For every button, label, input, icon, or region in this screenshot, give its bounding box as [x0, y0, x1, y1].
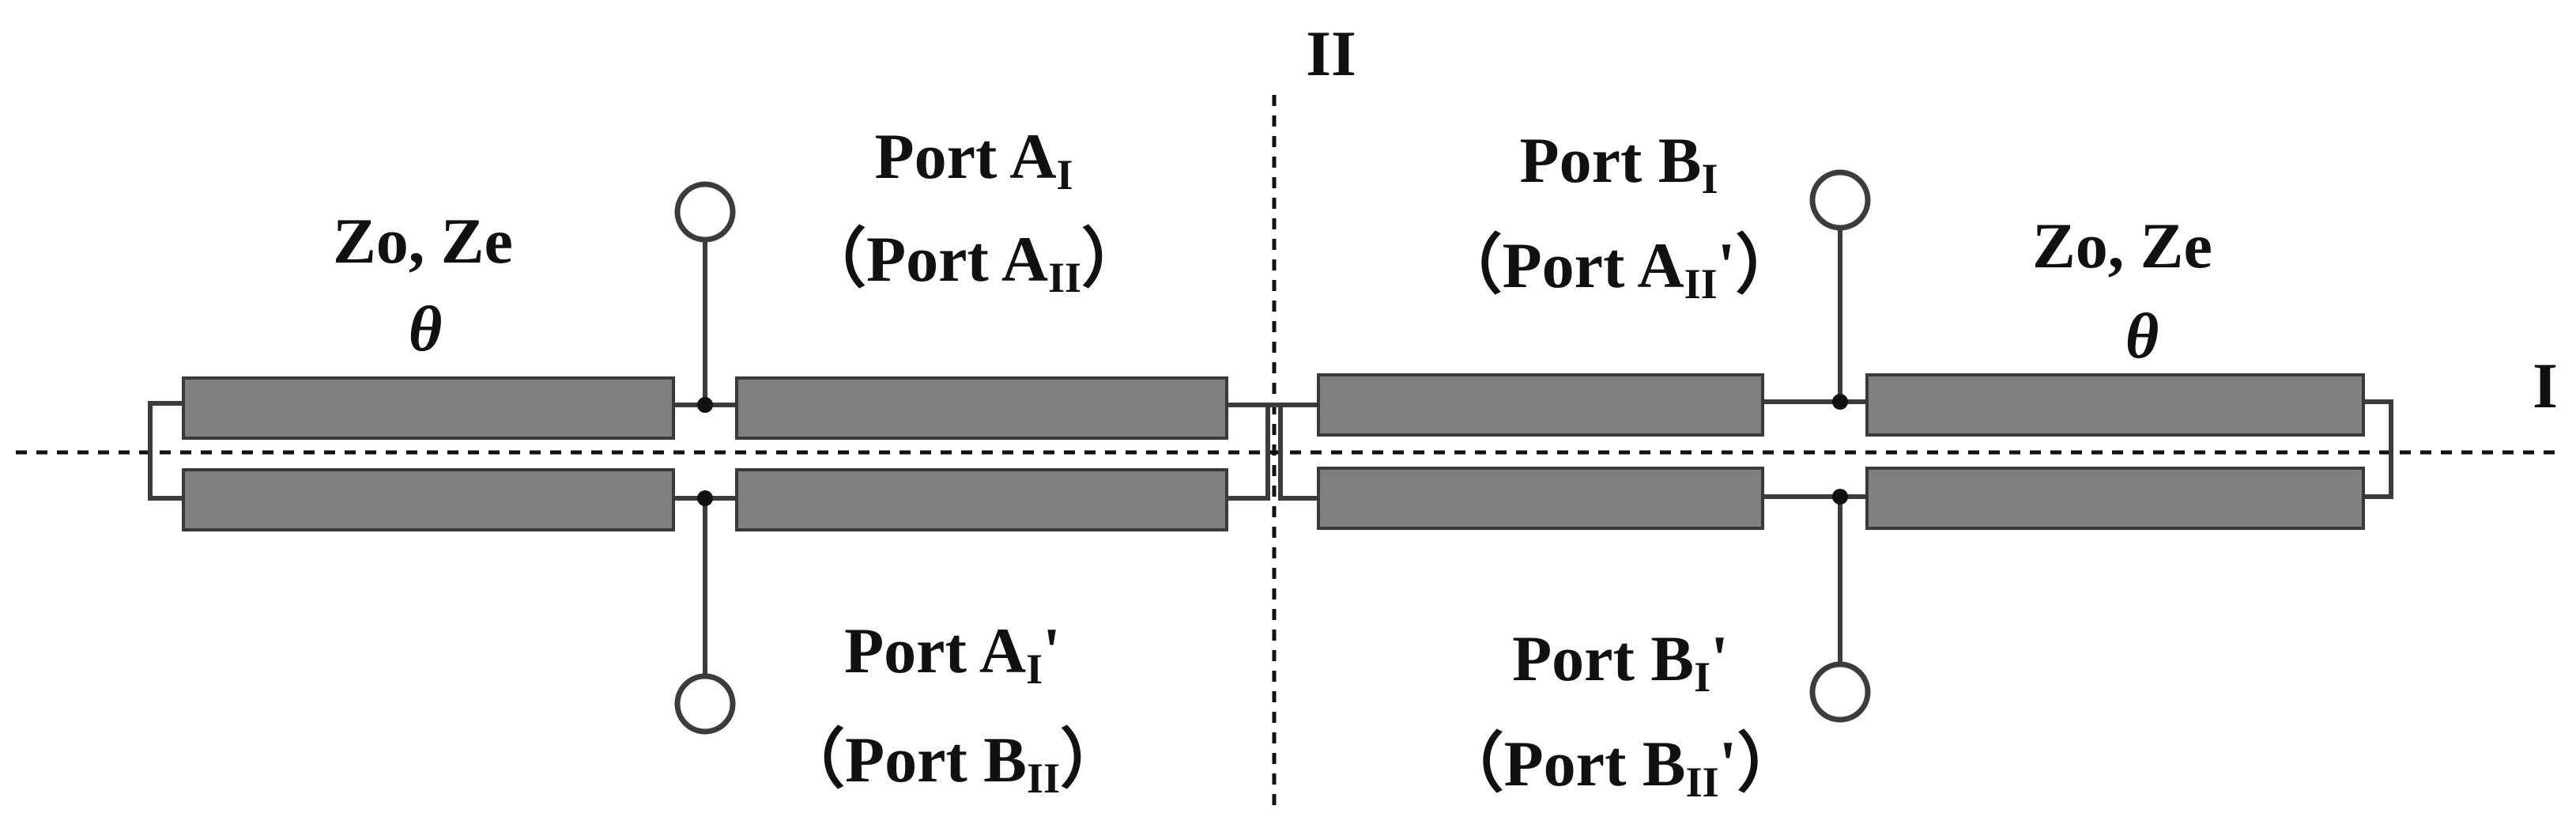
port-prime: ' [1710, 622, 1729, 694]
port-name: Port A [844, 615, 1026, 686]
port-name: Port B [1512, 622, 1694, 694]
line-section-left-outer-top [182, 376, 675, 440]
line-section-left-inner-top [735, 376, 1228, 440]
right-theta-label: θ [2125, 300, 2159, 372]
right-end-connection [2363, 399, 2393, 499]
left-end-connection [148, 401, 183, 501]
paren-open: （ [1439, 728, 1504, 800]
port-name: Port B [1504, 728, 1686, 800]
port-subscript: II [1048, 254, 1081, 301]
port-subscript: I [1026, 645, 1043, 693]
port-a-top-alt-label: （Port AII） [801, 223, 1146, 301]
port-prime: ' [1719, 728, 1737, 800]
paren-open: （ [801, 223, 866, 295]
port-a-bottom-label: Port AI' [844, 615, 1061, 693]
paren-open: （ [1438, 229, 1503, 301]
port-name: Port A [875, 120, 1057, 192]
paren-open: （ [780, 724, 845, 796]
paren-close: ） [1060, 724, 1125, 796]
paren-close: ） [1081, 223, 1146, 295]
port-name: Port A [866, 223, 1048, 295]
junction-dot-b-top [1832, 394, 1848, 410]
port-subscript: II [1686, 758, 1719, 806]
port-b-top-terminal [1809, 169, 1871, 231]
port-b-bottom-terminal [1809, 661, 1871, 723]
port-name: Port A [1503, 229, 1684, 301]
port-a-top-label: Port AI [875, 120, 1073, 199]
symmetry-plane-i-label: I [2533, 350, 2558, 422]
port-b-bottom-label: Port BI' [1512, 622, 1729, 701]
line-section-right-outer-top [1865, 373, 2365, 437]
line-section-right-outer-bottom [1865, 467, 2365, 530]
paren-close: ） [1737, 728, 1801, 800]
port-a-bottom-terminal [674, 673, 736, 735]
port-b-bottom-alt-label: （Port BII'） [1439, 728, 1802, 806]
port-name: Port B [845, 724, 1027, 796]
port-b-top-alt-label: （Port AII'） [1438, 229, 1801, 308]
port-subscript: I [1056, 151, 1073, 199]
symmetry-plane-ii-label: II [1306, 17, 1356, 89]
junction-dot-a-top [697, 397, 713, 413]
port-subscript: II [1684, 260, 1718, 308]
port-subscript: II [1027, 754, 1060, 802]
line-section-right-inner-bottom [1317, 467, 1764, 530]
center-cross-wire-b [1227, 403, 1318, 501]
right-impedance-label: Zo, Ze [2032, 210, 2212, 282]
center-cross-wire-a [1227, 403, 1318, 501]
paren-close: ） [1735, 229, 1800, 301]
port-a-top-terminal [674, 181, 736, 243]
line-section-right-inner-top [1317, 373, 1764, 437]
line-section-left-inner-bottom [735, 468, 1228, 531]
port-prime: ' [1043, 615, 1061, 686]
line-section-left-outer-bottom [182, 468, 675, 531]
port-b-top-label: Port BI [1520, 124, 1718, 202]
junction-dot-b-bottom [1832, 489, 1848, 505]
port-subscript: I [1694, 653, 1710, 701]
left-theta-label: θ [409, 293, 443, 365]
left-impedance-label: Zo, Ze [333, 205, 513, 277]
port-name: Port B [1520, 124, 1702, 196]
port-subscript: I [1701, 155, 1718, 202]
port-a-bottom-alt-label: （Port BII） [780, 724, 1125, 802]
port-prime: ' [1718, 229, 1736, 301]
junction-dot-a-bottom [697, 490, 713, 506]
